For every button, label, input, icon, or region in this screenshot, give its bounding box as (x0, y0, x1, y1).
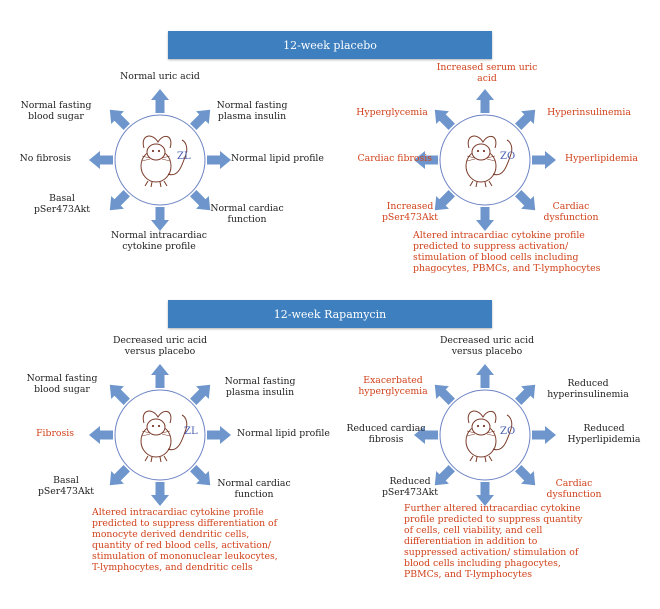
rapa-zl-arrow-icon-1 (190, 384, 211, 405)
placebo-zl-arrow-icon-3 (190, 190, 211, 211)
placebo-zo-top-right: Hyperinsulinemia (547, 107, 631, 118)
placebo-zo-bottom-right: Cardiac dysfunction (543, 201, 599, 223)
rapa-zo-bottom-left: Reduced pSer473Akt (381, 476, 439, 498)
placebo-zl-bottom: Normal intracardiac cytokine profile (110, 230, 207, 252)
placebo-zl-left: No fibrosis (19, 153, 71, 164)
placebo-zo-top: Increased serum uric acid (436, 62, 538, 84)
placebo-zl-arrow-icon-7 (109, 109, 130, 130)
placebo-zl-bottom-right: Normal cardiac function (210, 203, 284, 225)
rapa-zo-top-left: Exacerbated hyperglycemia (358, 375, 428, 397)
placebo-zo-arrow-icon-3 (515, 190, 536, 211)
rapa-zl-arrow-icon-4 (151, 482, 169, 506)
placebo-zl-bottom-left: Basal pSer473Akt (33, 193, 91, 215)
rapa-zl-top-right: Normal fasting plasma insulin (224, 376, 296, 398)
placebo-zl-top-right: Normal fasting plasma insulin (216, 100, 288, 122)
rapa-zl-top: Decreased uric acid versus placebo (112, 335, 208, 357)
placebo-zl-group (89, 89, 231, 231)
rapa-zl-arrow-icon-5 (109, 465, 130, 486)
rapa-zo-bottom: Further altered intracardiac cytokine pr… (404, 503, 583, 580)
placebo-zo-arrow-icon-6 (414, 151, 438, 169)
rapa-zo-right: Reduced Hyperlipidemia (567, 423, 641, 445)
placebo-zo-arrow-icon-7 (434, 109, 455, 130)
rapa-zl-bottom-left: Basal pSer473Akt (37, 475, 95, 497)
placebo-zo-right: Hyperlipidemia (565, 153, 638, 164)
placebo-zl-arrow-icon-4 (151, 207, 169, 231)
rapa-zo-group (414, 364, 556, 506)
placebo-zo-arrow-icon-1 (515, 109, 536, 130)
rapa-zl-arrow-icon-3 (190, 465, 211, 486)
placebo-zl-arrow-icon-5 (109, 190, 130, 211)
placebo-zl-arrow-icon-6 (89, 151, 113, 169)
rapa-zl-group (89, 364, 231, 506)
rapa-zo-arrow-icon-2 (532, 426, 556, 444)
rapa-zo-arrow-icon-4 (476, 482, 494, 506)
rapa-zo-left: Reduced cardiac fibrosis (346, 423, 426, 445)
rapa-zl-arrow-icon-0 (151, 364, 169, 388)
placebo-zl-top-left: Normal fasting blood sugar (20, 100, 92, 122)
rapa-zl-tag: ZL (184, 426, 198, 437)
placebo-zl-tag: ZL (177, 151, 191, 162)
banner-placebo: 12-week placebo (168, 31, 492, 59)
rapa-zo-arrow-icon-0 (476, 364, 494, 388)
placebo-zl-arrow-icon-2 (207, 151, 231, 169)
placebo-zl-right: Normal lipid profile (231, 153, 324, 164)
rapa-zl-arrow-icon-7 (109, 384, 130, 405)
rapa-zl-arrow-icon-6 (89, 426, 113, 444)
rapa-zo-tag: ZO (500, 426, 516, 437)
rapa-zo-top: Decreased uric acid versus placebo (439, 335, 535, 357)
placebo-zo-bottom: Altered intracardiac cytokine profile pr… (413, 230, 601, 274)
rapa-zo-top-right: Reduced hyperinsulinemia (547, 378, 629, 400)
placebo-zo-tag: ZO (500, 151, 516, 162)
rapa-zo-arrow-icon-3 (515, 465, 536, 486)
rapa-zo-bottom-right: Cardiac dysfunction (546, 478, 602, 500)
rapa-zo-arrow-icon-6 (414, 426, 438, 444)
rapa-zo-arrow-icon-1 (515, 384, 536, 405)
placebo-zo-arrow-icon-5 (434, 190, 455, 211)
rapa-zo-arrow-icon-5 (434, 465, 455, 486)
rapa-zo-arrow-icon-7 (434, 384, 455, 405)
placebo-zo-group (414, 89, 556, 231)
placebo-zo-arrow-icon-0 (476, 89, 494, 113)
placebo-zo-arrow-icon-4 (476, 207, 494, 231)
rapa-zl-left: Fibrosis (36, 428, 74, 439)
banner-rapamycin: 12-week Rapamycin (168, 300, 492, 328)
placebo-zo-arrow-icon-2 (532, 151, 556, 169)
placebo-zl-arrow-icon-1 (190, 109, 211, 130)
placebo-zo-top-left: Hyperglycemia (356, 107, 428, 118)
rapa-zl-bottom-right: Normal cardiac function (217, 478, 291, 500)
rapa-zl-right: Normal lipid profile (237, 428, 330, 439)
placebo-zo-bottom-left: Increased pSer473Akt (381, 201, 439, 223)
rapa-zl-arrow-icon-2 (207, 426, 231, 444)
placebo-zl-top: Normal uric acid (120, 71, 200, 82)
rapa-zl-top-left: Normal fasting blood sugar (26, 373, 98, 395)
placebo-zl-arrow-icon-0 (151, 89, 169, 113)
placebo-zo-left: Cardiac fibrosis (357, 153, 432, 164)
rapa-zl-bottom: Altered intracardiac cytokine profile pr… (92, 507, 278, 573)
